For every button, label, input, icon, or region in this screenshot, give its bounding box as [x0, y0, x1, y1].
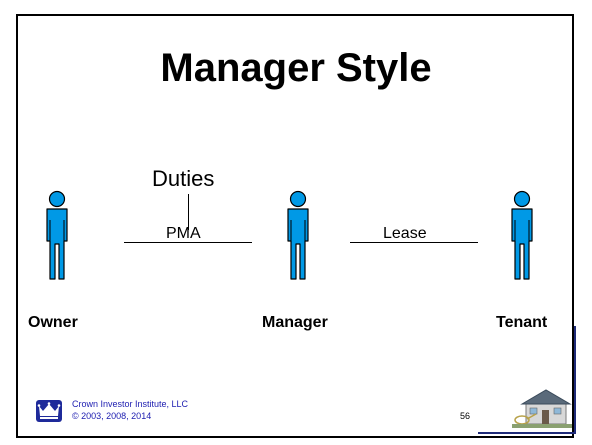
house-icon: [512, 389, 572, 428]
tenant-figure-icon: [511, 190, 533, 280]
footer-org-text: Crown Investor Institute, LLC © 2003, 20…: [72, 398, 188, 422]
slide-frame: [16, 14, 574, 438]
crown-logo-icon: [36, 400, 62, 422]
duties-label: Duties: [152, 166, 215, 191]
accent-vertical-line: [574, 326, 576, 434]
footer-copyright: © 2003, 2008, 2014: [72, 411, 152, 421]
owner-manager-line: [124, 242, 252, 243]
pma-label: PMA: [166, 225, 201, 242]
lease-label: Lease: [383, 225, 427, 242]
page-number: 56: [460, 411, 471, 421]
manager-figure-icon: [287, 190, 309, 280]
slide-title: Manager Style: [160, 46, 432, 90]
footer-org: Crown Investor Institute, LLC: [72, 399, 189, 409]
duties-connector: [188, 194, 189, 230]
tenant-label: Tenant: [496, 314, 548, 331]
owner-figure-icon: [46, 190, 68, 280]
accent-horizontal-line: [478, 432, 576, 434]
manager-label: Manager: [262, 314, 328, 331]
manager-tenant-line: [350, 242, 478, 243]
owner-label: Owner: [28, 314, 78, 331]
